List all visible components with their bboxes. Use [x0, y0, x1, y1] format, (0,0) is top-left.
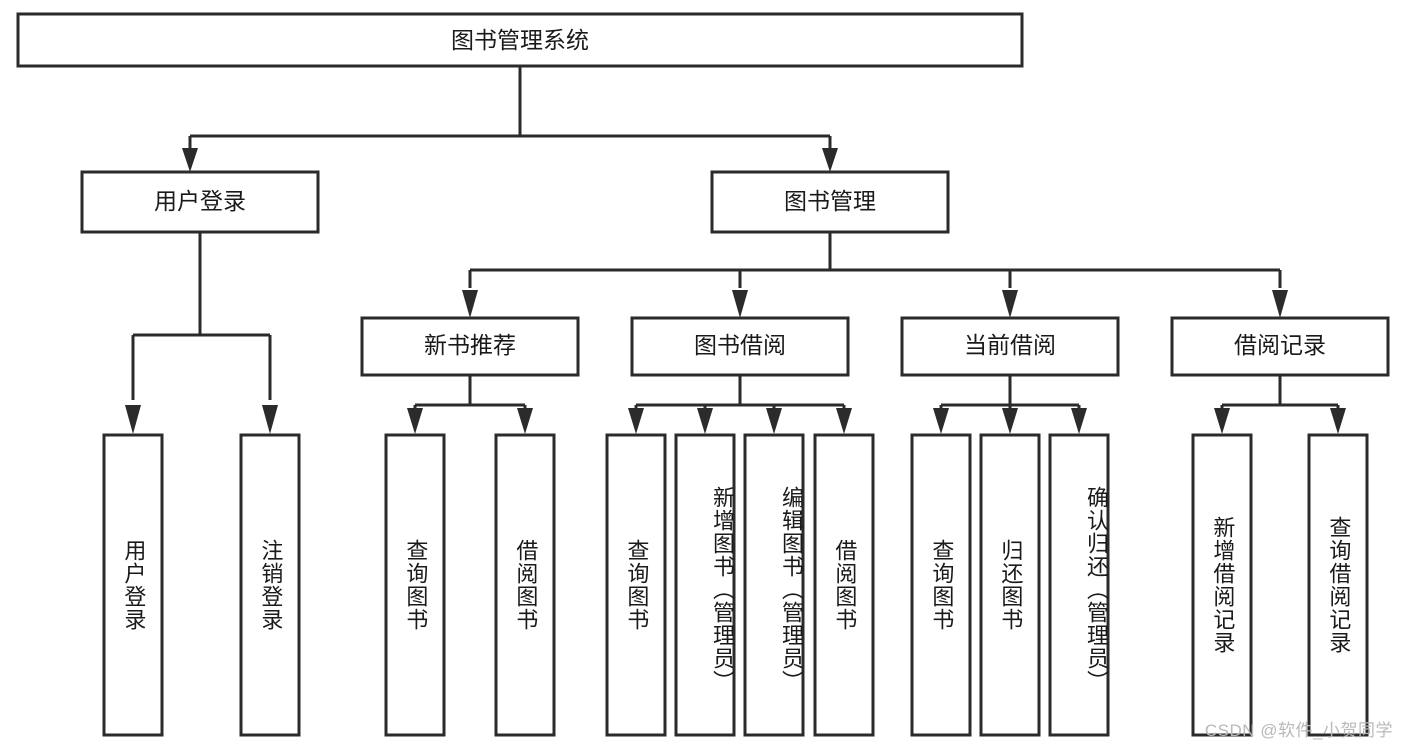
arrow-head-icon — [1330, 408, 1346, 434]
arrow-head-icon — [933, 408, 949, 434]
node-leaf-logout-box[interactable] — [239, 433, 301, 737]
node-level2-borrow-record-label: 借阅记录 — [1234, 332, 1326, 358]
arrow-head-icon — [1214, 408, 1230, 434]
node-leaf-add-book-box[interactable] — [674, 433, 736, 737]
node-leaf-query-book-2-box[interactable] — [605, 433, 667, 737]
arrow-head-icon — [182, 148, 198, 172]
node-leaf-query-book-1-box[interactable] — [384, 433, 446, 737]
node-level2-book-borrow-box[interactable] — [630, 316, 850, 377]
node-level2-new-book-recommend-box[interactable] — [360, 316, 580, 377]
node-leaf-borrow-book-2-box[interactable] — [813, 433, 875, 737]
connector-root-to-level1 — [182, 66, 838, 172]
arrow-head-icon — [1002, 408, 1018, 434]
node-root-box[interactable] — [16, 12, 1024, 68]
connector-bookborrow-to-leaves — [628, 375, 852, 434]
watermark-label: CSDN @软件_小贺同学 — [1204, 721, 1393, 740]
arrow-head-icon — [462, 290, 478, 318]
node-level1-book-management-box[interactable] — [710, 170, 950, 234]
node-level2-new-book-recommend-label: 新书推荐 — [424, 332, 516, 358]
connector-borrowrecord-to-leaves — [1214, 375, 1346, 434]
arrow-head-icon — [836, 408, 852, 434]
arrow-head-icon — [1272, 290, 1288, 318]
node-level2-borrow-record-box[interactable] — [1170, 316, 1390, 377]
arrow-head-icon — [262, 405, 278, 434]
node-level1-book-management-label: 图书管理 — [784, 188, 876, 214]
connector-currentborrow-to-leaves — [933, 375, 1087, 434]
node-level1-user-login-label: 用户登录 — [154, 188, 246, 214]
arrow-head-icon — [628, 408, 644, 434]
connector-newbook-to-leaves — [407, 375, 533, 434]
node-level2-current-borrow-box[interactable] — [900, 316, 1120, 377]
node-level1-user-login-box[interactable] — [80, 170, 320, 234]
node-level2-book-borrow-label: 图书借阅 — [694, 332, 786, 358]
arrow-head-icon — [1071, 408, 1087, 434]
node-root-label: 图书管理系统 — [451, 27, 589, 53]
arrow-head-icon — [766, 408, 782, 434]
arrow-head-icon — [1002, 290, 1018, 318]
arrow-head-icon — [125, 405, 141, 434]
node-leaf-confirm-return-box[interactable] — [1048, 433, 1110, 737]
node-level2-current-borrow-label: 当前借阅 — [964, 332, 1056, 358]
node-leaf-add-borrow-record-box[interactable] — [1191, 433, 1253, 737]
node-leaf-query-borrow-record-box[interactable] — [1307, 433, 1369, 737]
connector-userlogin-to-leaves — [125, 232, 278, 434]
node-leaf-edit-book-box[interactable] — [743, 433, 805, 737]
arrow-head-icon — [822, 148, 838, 172]
arrow-head-icon — [517, 408, 533, 434]
node-leaf-user-login-box[interactable] — [102, 433, 164, 737]
arrow-head-icon — [732, 290, 748, 318]
arrow-head-icon — [697, 408, 713, 434]
node-leaf-borrow-book-1-box[interactable] — [494, 433, 556, 737]
node-leaf-query-book-3-box[interactable] — [910, 433, 972, 737]
arrow-head-icon — [407, 408, 423, 434]
connector-bookmgmt-to-level2 — [462, 232, 1288, 318]
node-leaf-return-book-box[interactable] — [979, 433, 1041, 737]
